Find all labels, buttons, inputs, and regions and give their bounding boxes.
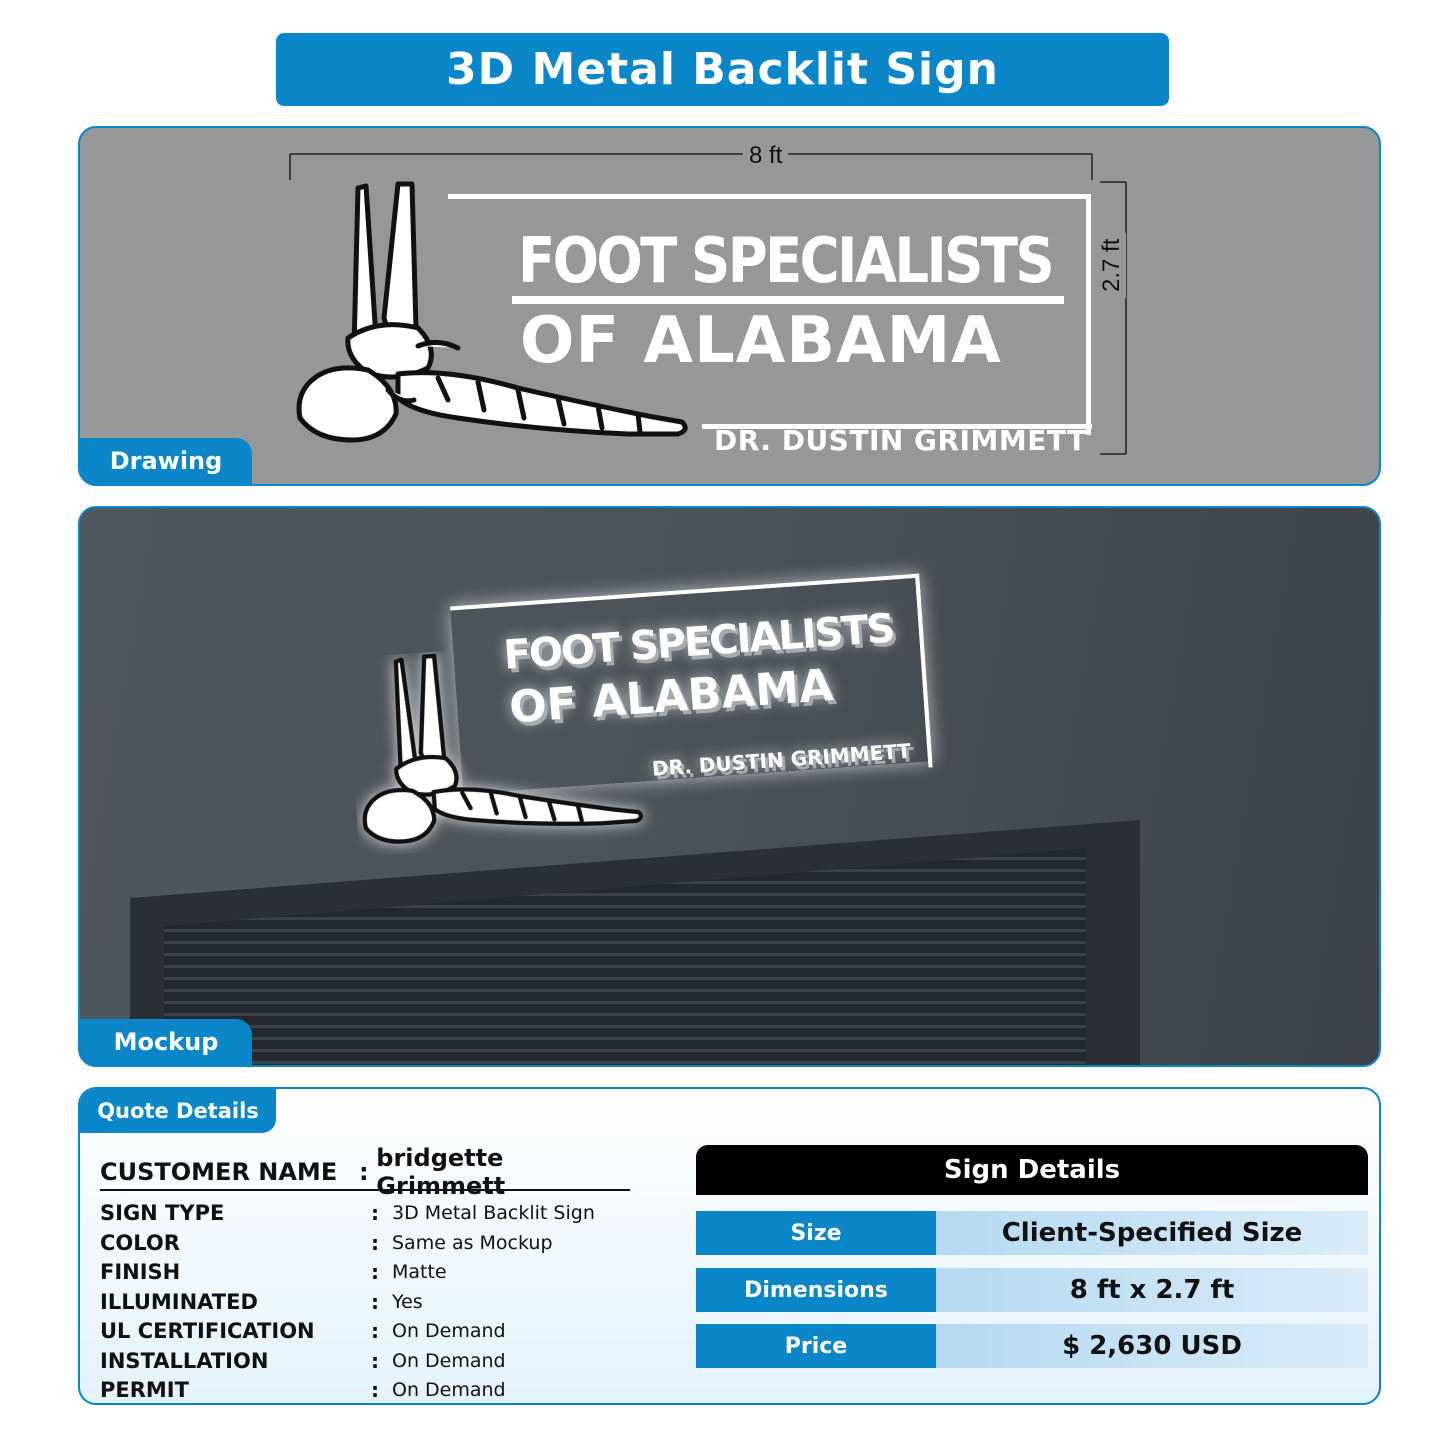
colon: :: [371, 1289, 379, 1314]
detail-label: UL CERTIFICATION: [100, 1319, 315, 1343]
sign-details-key: Price: [696, 1324, 936, 1368]
detail-value: Same as Mockup: [392, 1231, 553, 1254]
detail-row-ul-certification: UL CERTIFICATION : On Demand: [100, 1317, 660, 1345]
detail-row-finish: FINISH : Matte: [100, 1258, 660, 1286]
sign-details-key: Dimensions: [696, 1268, 936, 1312]
detail-value: Matte: [392, 1261, 447, 1283]
drawing-sign-line2: OF ALABAMA: [520, 304, 1002, 378]
sign-details-row-price: Price $ 2,630 USD: [696, 1324, 1368, 1368]
detail-row-color: COLOR : Same as Mockup: [100, 1229, 660, 1257]
drawing-tag: Drawing: [80, 438, 252, 484]
colon: :: [371, 1319, 379, 1343]
customer-name-value: bridgette Grimmett: [376, 1144, 506, 1200]
colon: :: [371, 1201, 379, 1225]
detail-value: On Demand: [392, 1320, 506, 1342]
sign-details-value: 8 ft x 2.7 ft: [936, 1268, 1368, 1312]
detail-value: Yes: [392, 1290, 423, 1313]
sign-details-value: Client-Specified Size: [936, 1211, 1368, 1255]
sign-frame-bottom: [702, 424, 1092, 429]
customer-name-label: CUSTOMER NAME: [100, 1158, 338, 1186]
page-title: 3D Metal Backlit Sign: [276, 33, 1169, 106]
colon: :: [359, 1158, 369, 1186]
detail-label: FINISH: [100, 1260, 181, 1284]
sign-details-header: Sign Details: [696, 1145, 1368, 1195]
detail-value: 3D Metal Backlit Sign: [392, 1202, 595, 1224]
detail-label: COLOR: [100, 1230, 180, 1255]
mockup-sign: FOOT SPECIALISTS OF ALABAMA DR. DUSTIN G…: [342, 549, 1196, 844]
foot-skeleton-icon: [296, 181, 688, 443]
drawing-panel: 8 ft 2.7 ft FOOT SPECIALISTS OF ALABAMA …: [78, 126, 1381, 486]
sign-details-row-dimensions: Dimensions 8 ft x 2.7 ft: [696, 1268, 1368, 1312]
mockup-tag: Mockup: [80, 1019, 252, 1065]
sign-divider-rule: [512, 296, 1064, 304]
detail-row-illuminated: ILLUMINATED : Yes: [100, 1288, 660, 1316]
quote-details-panel: Quote Details CUSTOMER NAME : bridgette …: [78, 1087, 1381, 1405]
quote-detail-list: SIGN TYPE : 3D Metal Backlit Sign COLOR …: [100, 1199, 660, 1403]
detail-value: On Demand: [392, 1349, 506, 1372]
sign-frame-outline: [448, 194, 1091, 435]
drawing-sign-line1: FOOT SPECIALISTS: [518, 224, 1055, 297]
detail-label: INSTALLATION: [100, 1348, 269, 1373]
detail-label: PERMIT: [100, 1378, 189, 1402]
detail-label: SIGN TYPE: [100, 1201, 225, 1225]
detail-row-permit: PERMIT : On Demand: [100, 1376, 660, 1403]
drawing-sign-line3: DR. DUSTIN GRIMMETT: [714, 424, 1087, 457]
customer-name-row: CUSTOMER NAME : bridgette Grimmett: [100, 1144, 630, 1200]
detail-row-installation: INSTALLATION : On Demand: [100, 1347, 660, 1375]
mockup-panel: FOOT SPECIALISTS OF ALABAMA DR. DUSTIN G…: [78, 506, 1381, 1067]
colon: :: [371, 1230, 379, 1255]
detail-row-sign-type: SIGN TYPE : 3D Metal Backlit Sign: [100, 1199, 660, 1227]
foot-skeleton-icon: [362, 653, 644, 844]
sign-details-row-size: Size Client-Specified Size: [696, 1211, 1368, 1255]
colon: :: [371, 1260, 379, 1284]
detail-value: On Demand: [392, 1379, 506, 1401]
dimension-lines: [289, 153, 1127, 455]
colon: :: [371, 1348, 379, 1373]
quote-details-tag: Quote Details: [80, 1089, 276, 1133]
width-dimension-label: 8 ft: [743, 142, 789, 170]
colon: :: [371, 1378, 379, 1402]
height-dimension-label: 2.7 ft: [1098, 232, 1126, 298]
detail-label: ILLUMINATED: [100, 1289, 258, 1314]
sign-details-key: Size: [696, 1211, 936, 1255]
sign-details-value: $ 2,630 USD: [936, 1324, 1368, 1368]
